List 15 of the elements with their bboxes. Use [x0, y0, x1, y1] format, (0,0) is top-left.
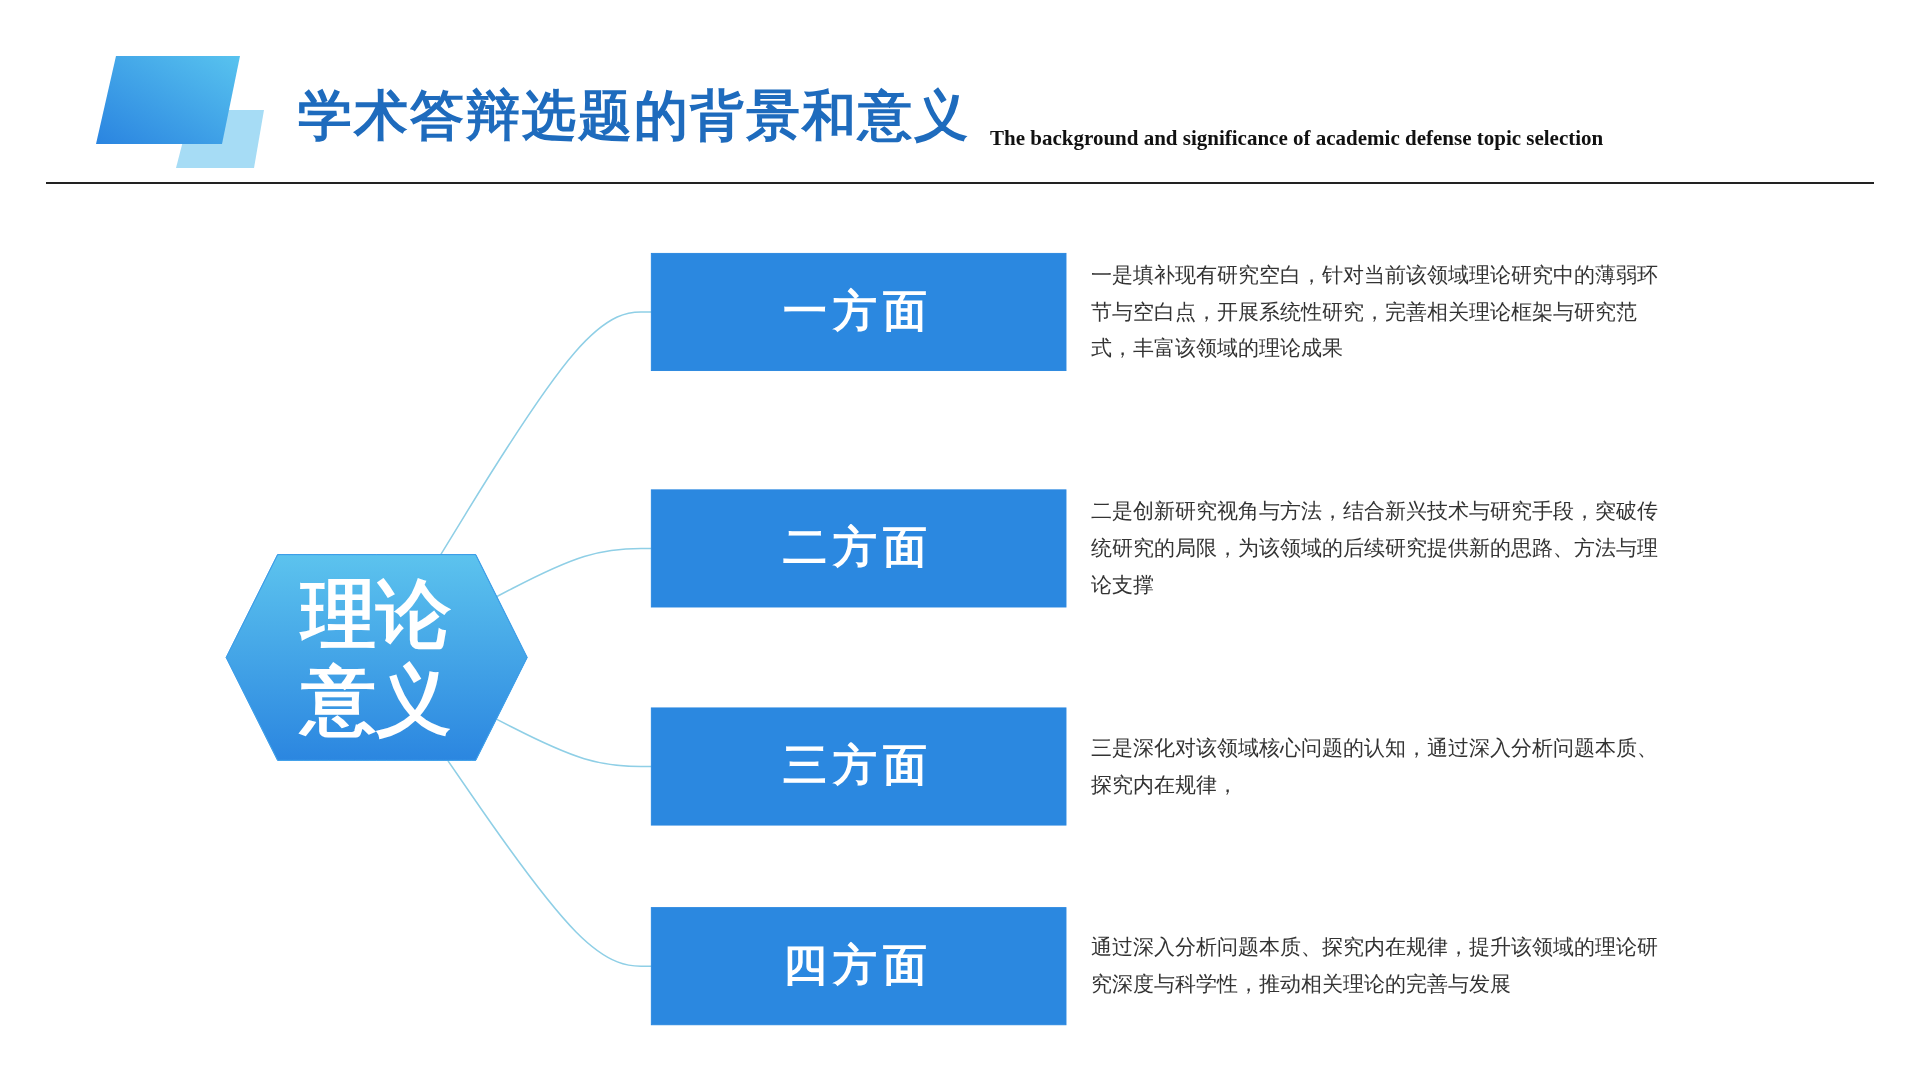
description-text: 二是创新研究视角与方法，结合新兴技术与研究手段，突破传统研究的局限，为该领域的后续研究提供新的思路、方法与理论支撑 [1090, 498, 1660, 599]
connector-line [496, 718, 653, 768]
heading-box: 三方面 [650, 707, 1067, 826]
heading-box: 一方面 [650, 252, 1067, 372]
heading-box: 二方面 [650, 489, 1067, 608]
subtitle-text: The background and significance of academic defense topic selection [990, 126, 1604, 150]
hexagon-node: 理论意义 [225, 554, 528, 761]
heading-box: 四方面 [650, 907, 1067, 1026]
connector-line [439, 311, 653, 556]
connector-line [447, 760, 653, 967]
description-text: 通过深入分析问题本质、探究内在规律，提升该领域的理论研究深度与科学性，推动相关理论的完善与发展 [1090, 934, 1660, 998]
title-text: 学术答辩选题的背景和意义 [298, 85, 970, 148]
description-text: 一是填补现有研究空白，针对当前该领域理论研究中的薄弱环节与空白点，开展系统性研究，完善相关理论框架与研究范式，丰富该领域的理论成果 [1090, 261, 1660, 362]
description-text: 三是深化对该领域核心问题的认知，通过深入分析问题本质、探究内在规律， [1090, 734, 1660, 799]
connector-line [496, 547, 653, 598]
